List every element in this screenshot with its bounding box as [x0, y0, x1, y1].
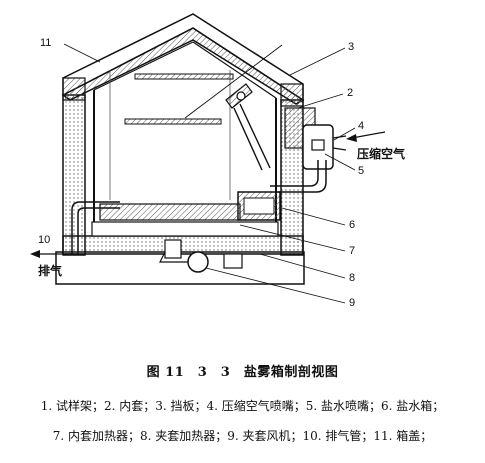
label-2: 2	[347, 87, 353, 99]
label-4: 4	[358, 120, 364, 132]
chamber-guides	[109, 70, 231, 200]
salt-water-tank	[237, 191, 281, 221]
label-exhaust: 排气	[38, 263, 62, 278]
outer-jacket	[62, 94, 304, 256]
exhaust-pipe	[71, 201, 120, 254]
legend-line-2: 7. 内套加热器；8. 夹套加热器；9. 夹套风机；10. 排气管；11. 箱盖…	[52, 429, 433, 443]
label-8: 8	[349, 272, 355, 284]
jacket-heater	[91, 221, 279, 237]
label-6: 6	[349, 219, 355, 231]
label-5: 5	[358, 165, 364, 177]
compressed-air-arrow	[346, 131, 386, 142]
label-11: 11	[40, 37, 51, 49]
jacket-fan	[159, 239, 243, 273]
salt-spray-cabinet-diagram: 11 3 2 4 压缩空气 5 6 10 7 排气 8 9	[30, 13, 405, 309]
figure-caption: 图 11 3 3 盐雾箱制剖视图	[146, 365, 339, 380]
label-7: 7	[349, 245, 355, 257]
label-9: 9	[349, 297, 355, 309]
specimen-racks	[124, 73, 234, 125]
baffle	[184, 44, 283, 171]
cabinet-lid	[61, 13, 305, 107]
legend-line-1: 1. 试样架；2. 内套；3. 挡板；4. 压缩空气喷嘴；5. 盐水喷嘴；6. …	[40, 399, 445, 413]
label-3: 3	[348, 41, 354, 53]
inner-heater	[99, 203, 241, 221]
label-10: 10	[38, 234, 50, 246]
leader-lines	[63, 43, 356, 304]
nozzle-block	[270, 107, 347, 193]
exhaust-arrow	[30, 250, 78, 258]
label-compressed-air: 压缩空气	[357, 146, 405, 161]
